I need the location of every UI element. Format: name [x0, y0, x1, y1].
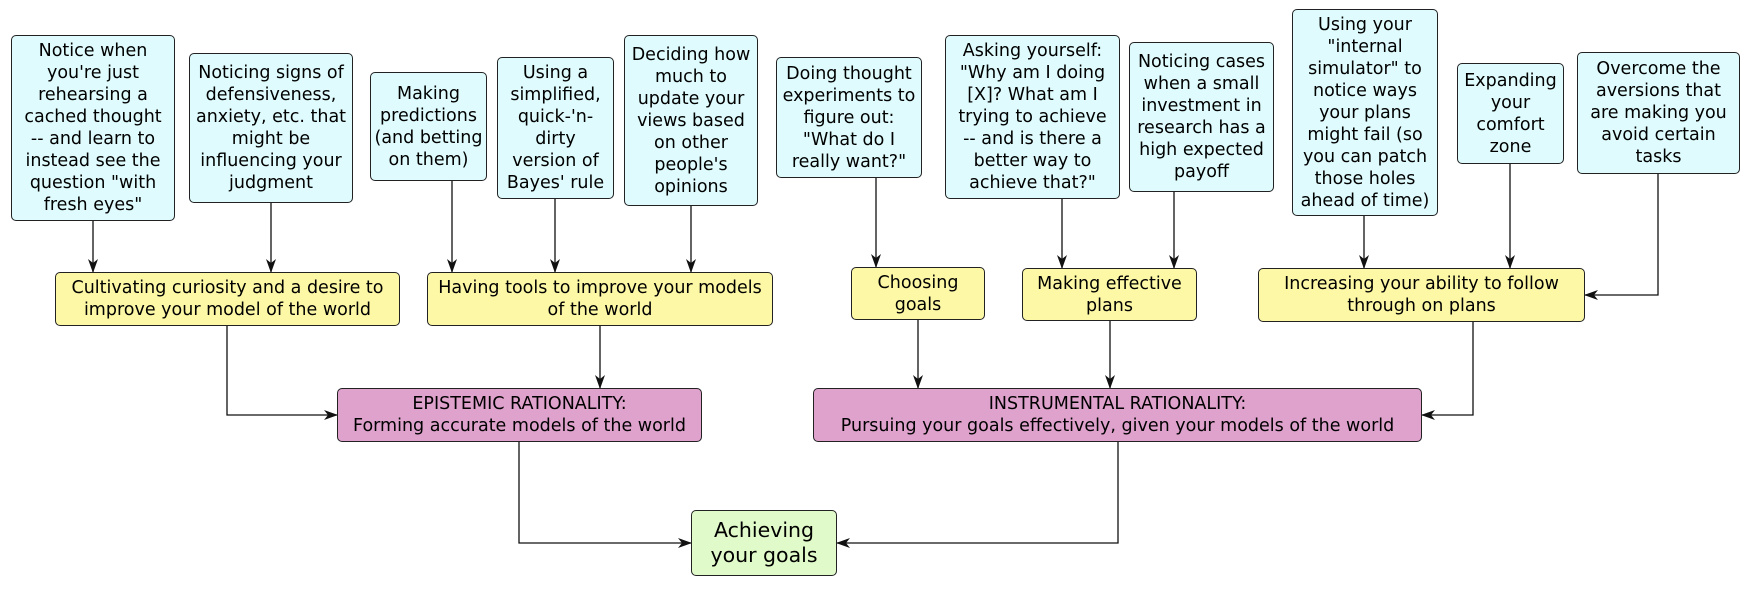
node-asking-yourself: Asking yourself: "Why am I doing [X]? Wh… — [945, 35, 1120, 199]
node-predictions: Making predictions (and betting on them) — [370, 72, 487, 181]
node-follow-through: Increasing your ability to follow throug… — [1258, 268, 1585, 322]
node-instrumental-rationality: INSTRUMENTAL RATIONALITY: Pursuing your … — [813, 388, 1422, 442]
node-curiosity: Cultivating curiosity and a desire to im… — [55, 272, 400, 326]
node-thought-experiments-label: Doing thought experiments to figure out:… — [782, 63, 916, 172]
node-small-investment: Noticing cases when a small investment i… — [1129, 42, 1274, 192]
node-epistemic-rationality-label: EPISTEMIC RATIONALITY: Forming accurate … — [353, 394, 686, 436]
node-update-views-label: Deciding how much to update your views b… — [631, 44, 751, 197]
node-comfort-zone: Expanding your comfort zone — [1457, 63, 1564, 164]
node-tools-label: Having tools to improve your models of t… — [438, 278, 762, 320]
node-small-investment-label: Noticing cases when a small investment i… — [1137, 52, 1266, 182]
node-comfort-zone-label: Expanding your comfort zone — [1464, 70, 1557, 157]
node-follow-through-label: Increasing your ability to follow throug… — [1284, 274, 1559, 316]
arrow-instrumental-to-achieving — [836, 442, 1119, 548]
node-instrumental-rationality-label: INSTRUMENTAL RATIONALITY: Pursuing your … — [840, 394, 1395, 436]
node-internal-simulator-label: Using your "internal simulator" to notic… — [1300, 14, 1430, 211]
node-choosing-goals: Choosing goals — [851, 267, 985, 320]
node-predictions-label: Making predictions (and betting on them) — [374, 83, 483, 170]
node-asking-yourself-label: Asking yourself: "Why am I doing [X]? Wh… — [958, 41, 1107, 193]
node-achieving-goals-label: Achieving your goals — [710, 518, 818, 567]
node-defensiveness-label: Noticing signs of defensiveness, anxiety… — [195, 63, 347, 193]
arrow-epistemic-to-achieving — [518, 442, 692, 548]
arrow-curiosity-to-epistemic — [226, 326, 338, 420]
node-curiosity-label: Cultivating curiosity and a desire to im… — [71, 278, 384, 320]
node-update-views: Deciding how much to update your views b… — [624, 35, 758, 206]
node-aversions-label: Overcome the aversions that are making y… — [1590, 59, 1727, 167]
node-achieving-goals: Achieving your goals — [691, 510, 837, 576]
node-internal-simulator: Using your "internal simulator" to notic… — [1292, 9, 1438, 216]
node-aversions: Overcome the aversions that are making y… — [1577, 52, 1740, 174]
node-epistemic-rationality: EPISTEMIC RATIONALITY: Forming accurate … — [337, 388, 702, 442]
node-fresh-eyes: Notice when you're just rehearsing a cac… — [11, 35, 175, 221]
node-fresh-eyes-label: Notice when you're just rehearsing a cac… — [24, 41, 162, 215]
arrow-follow-through-to-instrumental — [1421, 322, 1474, 420]
node-effective-plans-label: Making effective plans — [1037, 273, 1182, 316]
node-choosing-goals-label: Choosing goals — [877, 272, 959, 315]
node-bayes: Using a simplified, quick-'n- dirty vers… — [497, 57, 614, 199]
node-defensiveness: Noticing signs of defensiveness, anxiety… — [189, 53, 353, 203]
arrow-aversions-to-follow-through — [1584, 174, 1659, 300]
node-thought-experiments: Doing thought experiments to figure out:… — [776, 57, 922, 178]
node-bayes-label: Using a simplified, quick-'n- dirty vers… — [506, 63, 605, 193]
node-effective-plans: Making effective plans — [1022, 268, 1197, 321]
node-tools: Having tools to improve your models of t… — [427, 272, 773, 326]
